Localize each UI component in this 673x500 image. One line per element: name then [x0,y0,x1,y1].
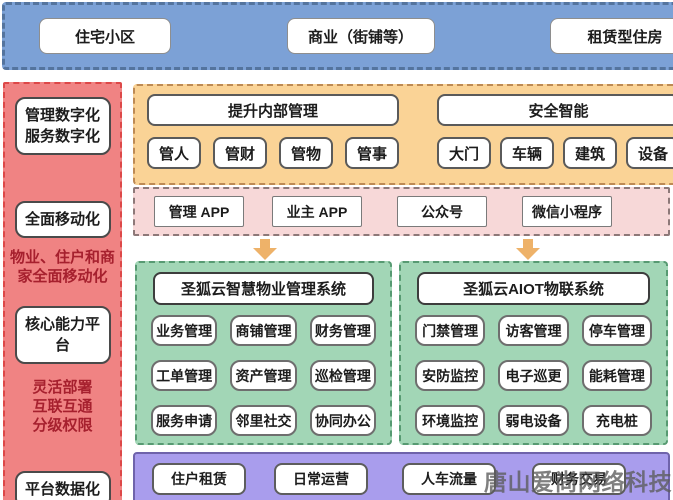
mobility-note-line2: 家全面移动化 [17,268,108,285]
pms-module: 服务申请 [151,405,218,436]
property-type-rental: 租赁型住房 [550,18,673,54]
safety-smart-items: 大门 车辆 建筑 设备 [437,137,673,169]
chip-manage-assets: 管物 [279,137,333,169]
sidebar-note-mobility: 物业、住户和商 家全面移动化 [5,248,120,286]
pms-modules-grid: 业务管理 商铺管理 财务管理 工单管理 资产管理 巡检管理 服务申请 邻里社交 … [137,315,390,436]
pms-module: 工单管理 [151,360,218,391]
aiot-system-title: 圣狐云AIOT物联系统 [417,272,650,305]
aiot-module: 能耗管理 [581,360,652,391]
pms-module: 财务管理 [309,315,376,346]
pms-module: 巡检管理 [309,360,376,391]
arrow-head [516,248,540,260]
pms-module: 协同办公 [309,405,376,436]
aiot-module: 停车管理 [581,315,652,346]
capability-note-line1: 灵活部署 [32,379,93,396]
property-type-residential: 住宅小区 [39,18,171,54]
internal-management-items: 管人 管财 管物 管事 [147,137,399,169]
internal-management-title: 提升内部管理 [147,94,399,126]
property-types-bar: 住宅小区 商业（街铺等） 租赁型住房 [2,2,673,70]
aiot-module: 弱电设备 [498,405,569,436]
sidebar-note-capability: 灵活部署 互联互通 分级权限 [5,378,120,435]
channel-owner-app: 业主 APP [272,196,362,227]
pms-module: 业务管理 [151,315,218,346]
channels-layer: 管理 APP 业主 APP 公众号 微信小程序 [133,187,670,236]
pms-module: 邻里社交 [230,405,297,436]
mobility-note-line1: 物业、住户和商 [9,249,115,266]
digitization-line1: 管理数字化 [24,107,100,124]
pms-system-panel: 圣狐云智慧物业管理系统 业务管理 商铺管理 财务管理 工单管理 资产管理 巡检管… [135,261,392,445]
channel-official-account: 公众号 [397,196,487,227]
down-arrow-icon [253,239,277,260]
sidebar-box-core-platform: 核心能力平台 [14,306,111,364]
output-financial-transaction: 财务交易 [532,463,626,495]
pms-system-title: 圣狐云智慧物业管理系统 [153,272,374,305]
digitization-line2: 服务数字化 [24,128,100,145]
capability-note-line2: 互联互通 [32,398,93,415]
watermark-text: 唐山爱尚网络科技 [484,469,672,495]
aiot-module: 安防监控 [415,360,486,391]
chip-manage-affairs: 管事 [345,137,399,169]
aiot-system-panel: 圣狐云AIOT物联系统 门禁管理 访客管理 停车管理 安防监控 电子巡更 能耗管… [399,261,668,445]
aiot-module: 门禁管理 [415,315,486,346]
aiot-module: 环境监控 [415,405,486,436]
chip-vehicle: 车辆 [500,137,554,169]
chip-equipment: 设备 [626,137,673,169]
outputs-layer: 住户租赁 日常运营 人车流量 财务交易 [133,452,670,500]
aiot-module: 电子巡更 [498,360,569,391]
output-resident-rental: 住户租赁 [152,463,246,495]
arrow-stem [523,239,533,248]
arrow-head [253,248,277,260]
aiot-module: 访客管理 [498,315,569,346]
channel-management-app: 管理 APP [154,196,244,227]
management-layer: 提升内部管理 管人 管财 管物 管事 安全智能 大门 车辆 建筑 设备 [133,84,673,185]
capability-note-line3: 分级权限 [32,417,93,434]
output-daily-operation: 日常运营 [274,463,368,495]
safety-smart-group: 安全智能 大门 车辆 建筑 设备 [437,94,673,183]
pms-module: 资产管理 [230,360,297,391]
aiot-module: 充电桩 [581,405,652,436]
property-type-commercial: 商业（街铺等） [286,18,435,54]
safety-smart-title: 安全智能 [437,94,673,126]
sidebar-box-digitization: 管理数字化 服务数字化 [14,97,111,155]
down-arrow-icon [516,239,540,260]
arrow-stem [260,239,270,248]
chip-manage-finance: 管财 [213,137,267,169]
sidebar-box-platform-data: 平台数据化 [14,471,111,500]
internal-management-group: 提升内部管理 管人 管财 管物 管事 [147,94,399,183]
output-people-vehicle-flow: 人车流量 [402,463,496,495]
aiot-modules-grid: 门禁管理 访客管理 停车管理 安防监控 电子巡更 能耗管理 环境监控 弱电设备 … [401,315,666,436]
pms-module: 商铺管理 [230,315,297,346]
chip-manage-people: 管人 [147,137,201,169]
chip-gate: 大门 [437,137,491,169]
sidebar-box-mobility: 全面移动化 [14,201,111,238]
chip-building: 建筑 [563,137,617,169]
capabilities-sidebar: 管理数字化 服务数字化 全面移动化 物业、住户和商 家全面移动化 核心能力平台 … [3,82,122,500]
channel-mini-program: 微信小程序 [522,196,612,227]
